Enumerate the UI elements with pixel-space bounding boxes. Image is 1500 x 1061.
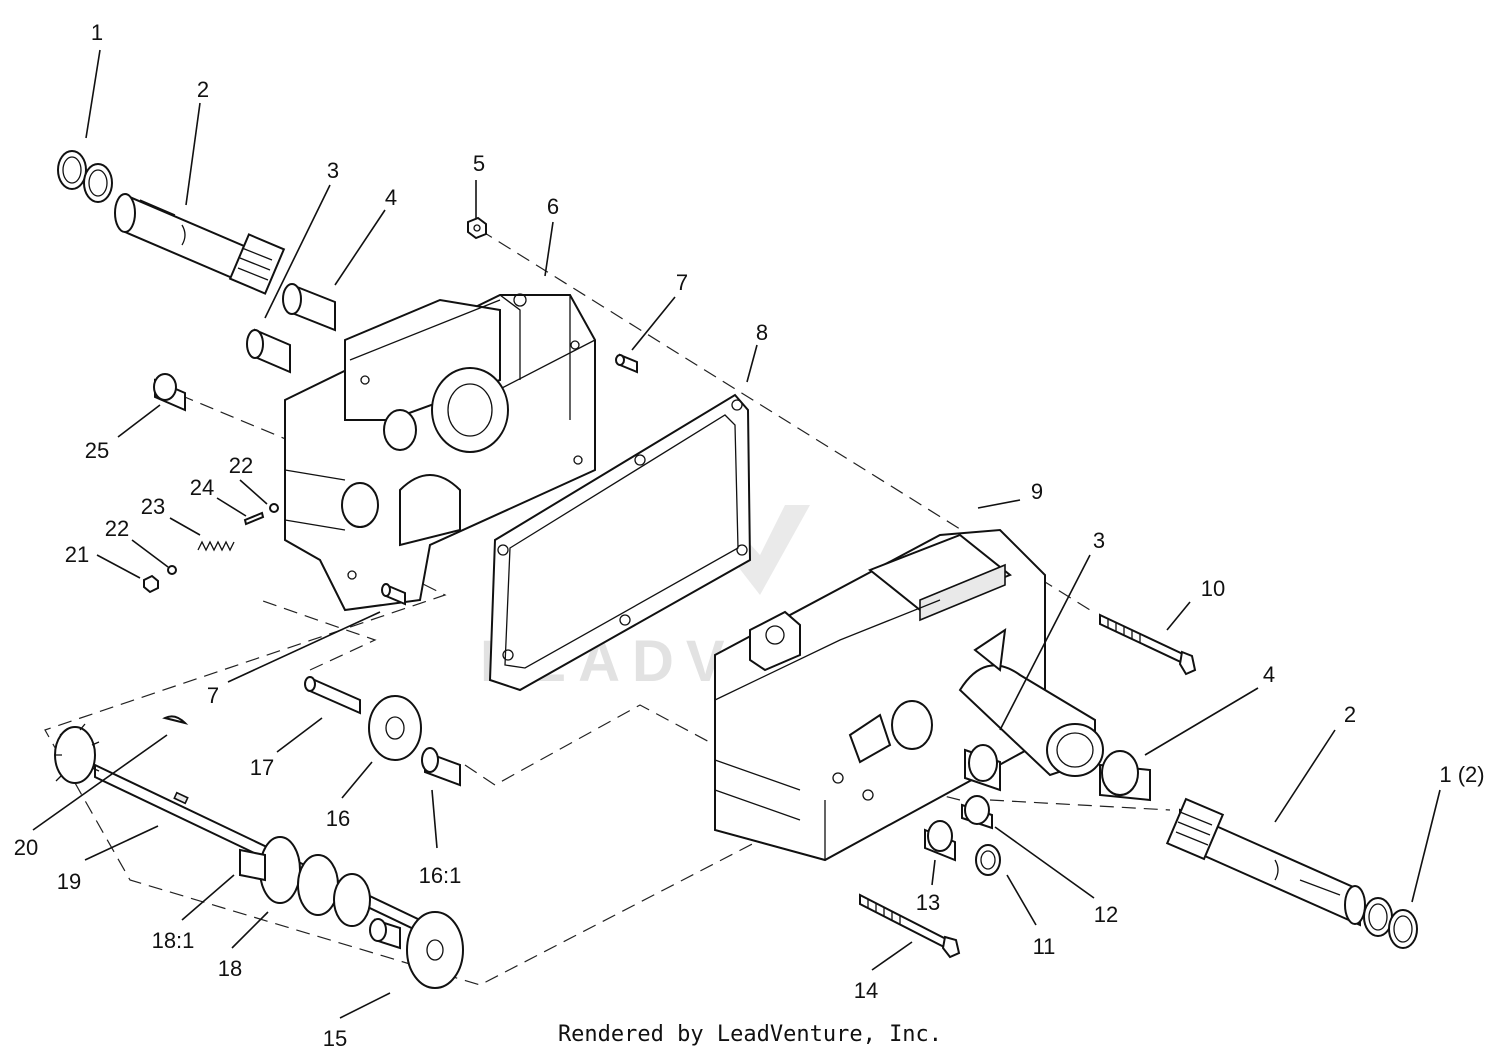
- callout-7-lower: 7: [207, 683, 219, 708]
- part-16-1-bushing: [421, 747, 461, 787]
- part-1-seals-left: [57, 150, 113, 203]
- part-7-pin-top: [615, 353, 638, 374]
- callout-2-top: 2: [197, 77, 209, 102]
- callout-1-right: 1 (2): [1439, 762, 1484, 787]
- callout-5: 5: [473, 151, 485, 176]
- callout-7-top: 7: [676, 270, 688, 295]
- part-16-gear: [368, 695, 422, 761]
- callout-2-right: 2: [1344, 702, 1356, 727]
- part-23-spring: [197, 540, 235, 552]
- part-19-shaft: [94, 763, 421, 934]
- part-25-bushing: [153, 373, 186, 412]
- callout-1-top: 1: [91, 20, 103, 45]
- part-14-bolt: [859, 893, 961, 959]
- callout-14: 14: [854, 978, 878, 1003]
- part-4-bushing-top: [282, 283, 336, 332]
- part-6-housing-half: [284, 293, 596, 612]
- callout-labels: 1 2 3 4 5 6 7 8 9 10 3 4 2 1 (2) 25 22 2…: [14, 20, 1485, 1051]
- part-18-gear-cluster: [239, 836, 371, 927]
- callout-4-right: 4: [1263, 662, 1275, 687]
- callout-22-upper: 22: [229, 453, 253, 478]
- part-21-plug: [143, 574, 159, 594]
- part-1-seals-right: [1363, 897, 1418, 949]
- callout-13: 13: [916, 890, 940, 915]
- part-bushing-spacer: [369, 918, 401, 950]
- callout-16-1: 16:1: [419, 863, 462, 888]
- footer-credit: Rendered by LeadVenture, Inc.: [557, 1022, 943, 1047]
- callout-24: 24: [190, 475, 214, 500]
- callout-10: 10: [1201, 576, 1225, 601]
- part-13-bushing: [924, 820, 956, 862]
- callout-3-top: 3: [327, 158, 339, 183]
- callout-11: 11: [1033, 934, 1056, 959]
- callout-15: 15: [323, 1026, 347, 1051]
- callout-18: 18: [218, 956, 242, 981]
- callout-25: 25: [85, 438, 109, 463]
- part-24-pin: [243, 511, 265, 526]
- part-22-ball-upper: [269, 503, 279, 513]
- part-20-key: [162, 715, 189, 725]
- part-5-nut: [467, 216, 487, 240]
- callout-19: 19: [57, 869, 81, 894]
- part-2-shaft-left: [114, 193, 286, 295]
- callout-3-right: 3: [1093, 528, 1105, 553]
- part-3-bushing-top: [246, 328, 291, 374]
- part-9-housing-half: [714, 528, 1104, 862]
- callout-9: 9: [1031, 479, 1043, 504]
- part-17-pin: [304, 676, 361, 715]
- part-gear-left: [54, 723, 100, 784]
- callout-17: 17: [250, 755, 274, 780]
- part-3-bushing-right: [964, 744, 1001, 792]
- part-4-bushing-right: [1099, 750, 1151, 802]
- callout-20: 20: [14, 835, 38, 860]
- callout-4-top: 4: [385, 185, 397, 210]
- part-22-ball-lower: [167, 565, 177, 575]
- part-10-bolt: [1099, 613, 1197, 676]
- callout-18-1: 18:1: [152, 928, 195, 953]
- part-11-seal-ring: [975, 844, 1001, 876]
- part-2-shaft-right: [1165, 797, 1366, 927]
- callout-8: 8: [756, 320, 768, 345]
- callout-16: 16: [326, 806, 350, 831]
- part-7-pin-lower: [381, 583, 406, 606]
- callout-21: 21: [65, 542, 89, 567]
- callout-23: 23: [141, 494, 165, 519]
- part-12-bushing: [961, 795, 993, 830]
- callout-12: 12: [1094, 902, 1118, 927]
- callout-22-lower: 22: [105, 516, 129, 541]
- callout-6: 6: [547, 194, 559, 219]
- part-8-gasket: [488, 393, 752, 692]
- leader-lines: [32, 49, 1441, 1019]
- part-15-gear: [406, 911, 464, 989]
